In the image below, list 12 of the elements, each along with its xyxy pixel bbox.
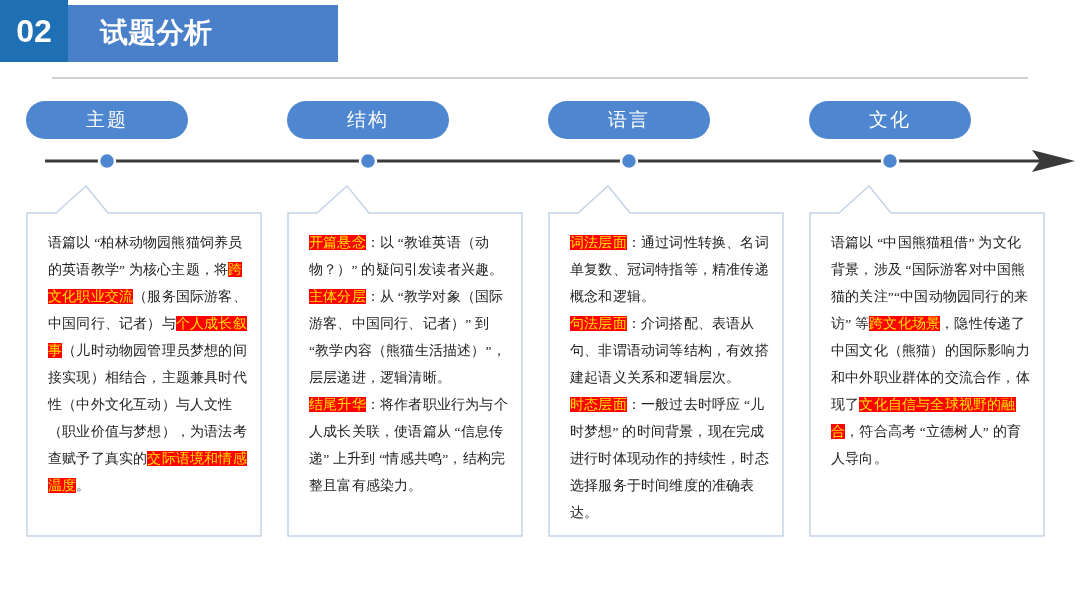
heading-pill: 语言: [548, 101, 710, 139]
slide-title: 试题分析: [100, 16, 212, 50]
paragraph: 主体分层：从 “教学对象（国际游客、中国同行、记者）” 到 “教学内容（熊猫生活描述）”，层层递进，逻辑清晰。: [309, 288, 507, 387]
paragraph: 句法层面：介词搭配、表语从句、非谓语动词等结构，有效搭建起语义关系和逻辑层次。: [570, 315, 770, 387]
paragraph: 时态层面：一般过去时呼应 “儿时梦想” 的时间背景，现在完成进行时体现动作的持续性，时态选择服务于时间维度的准确表达。: [570, 396, 770, 522]
heading-pill: 结构: [287, 101, 449, 139]
paragraph: 开篇悬念：以 “教谁英语（动物？）” 的疑问引发读者兴趣。: [309, 234, 505, 279]
heading-pill: 文化: [809, 101, 971, 139]
paragraph: 结尾升华：将作者职业行为与个人成长关联，使语篇从 “信息传递” 上升到 “情感共鸣”，结构完整且富有感染力。: [309, 396, 509, 495]
heading-pill: 主题: [26, 101, 188, 139]
paragraph: 词法层面：通过词性转换、名词单复数、冠词特指等，精准传递概念和逻辑。: [570, 234, 770, 306]
section-number: 02: [0, 0, 68, 62]
